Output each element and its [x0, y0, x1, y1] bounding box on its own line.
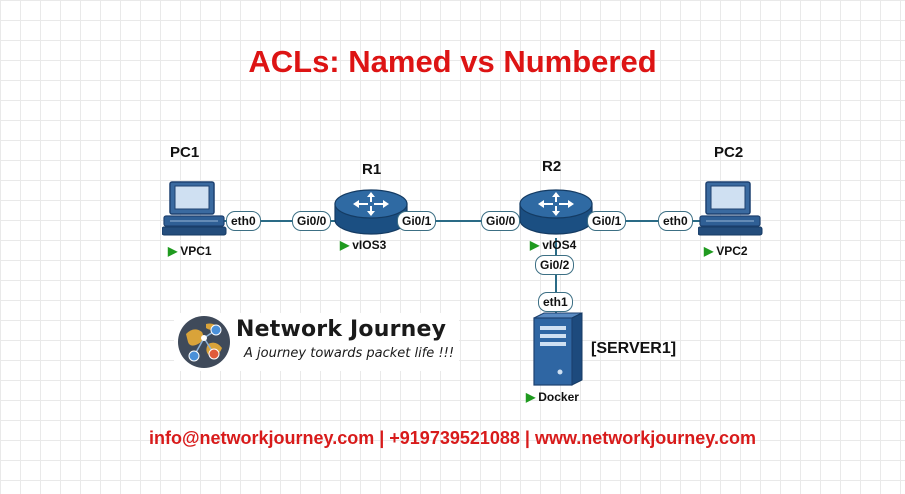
running-icon: ▶ — [168, 244, 178, 258]
server1-name: [SERVER1] — [591, 340, 677, 357]
pc2-name: PC2 — [714, 144, 744, 161]
contact-footer: info@networkjourney.com | +919739521088 … — [149, 428, 756, 448]
server1-status: ▶Docker — [526, 390, 579, 404]
running-icon: ▶ — [526, 390, 536, 404]
pc-icon[interactable] — [698, 180, 764, 238]
server-icon[interactable] — [532, 312, 584, 386]
pc1-name: PC1 — [170, 144, 200, 161]
diagram-title: ACLs: Named vs Numbered — [248, 44, 657, 79]
r2-gi02-label[interactable]: Gi0/2 — [535, 255, 575, 275]
logo-tagline: A journey towards packet life !!! — [244, 346, 455, 361]
r1-gi01-label[interactable]: Gi0/1 — [397, 211, 437, 231]
pc1-status: ▶VPC1 — [168, 244, 212, 258]
pc2-status: ▶VPC2 — [704, 244, 748, 258]
router-icon[interactable] — [331, 184, 411, 238]
router-icon[interactable] — [516, 184, 596, 238]
pc-icon[interactable] — [162, 180, 228, 238]
r2-gi00-label[interactable]: Gi0/0 — [481, 211, 521, 231]
r1-name: R1 — [362, 161, 382, 178]
pc1-eth0-label[interactable]: eth0 — [226, 211, 261, 231]
r2-name: R2 — [542, 158, 562, 175]
r1-status: ▶vIOS3 — [340, 238, 387, 252]
logo-name: Network Journey — [236, 317, 447, 342]
running-icon: ▶ — [340, 238, 350, 252]
r2-status: ▶vIOS4 — [530, 238, 577, 252]
running-icon: ▶ — [530, 238, 540, 252]
pc2-eth0-label[interactable]: eth0 — [658, 211, 693, 231]
running-icon: ▶ — [704, 244, 714, 258]
r2-gi01-label[interactable]: Gi0/1 — [587, 211, 627, 231]
server1-eth1-label[interactable]: eth1 — [538, 292, 573, 312]
globe-network-icon — [178, 316, 230, 368]
r1-gi00-label[interactable]: Gi0/0 — [292, 211, 332, 231]
